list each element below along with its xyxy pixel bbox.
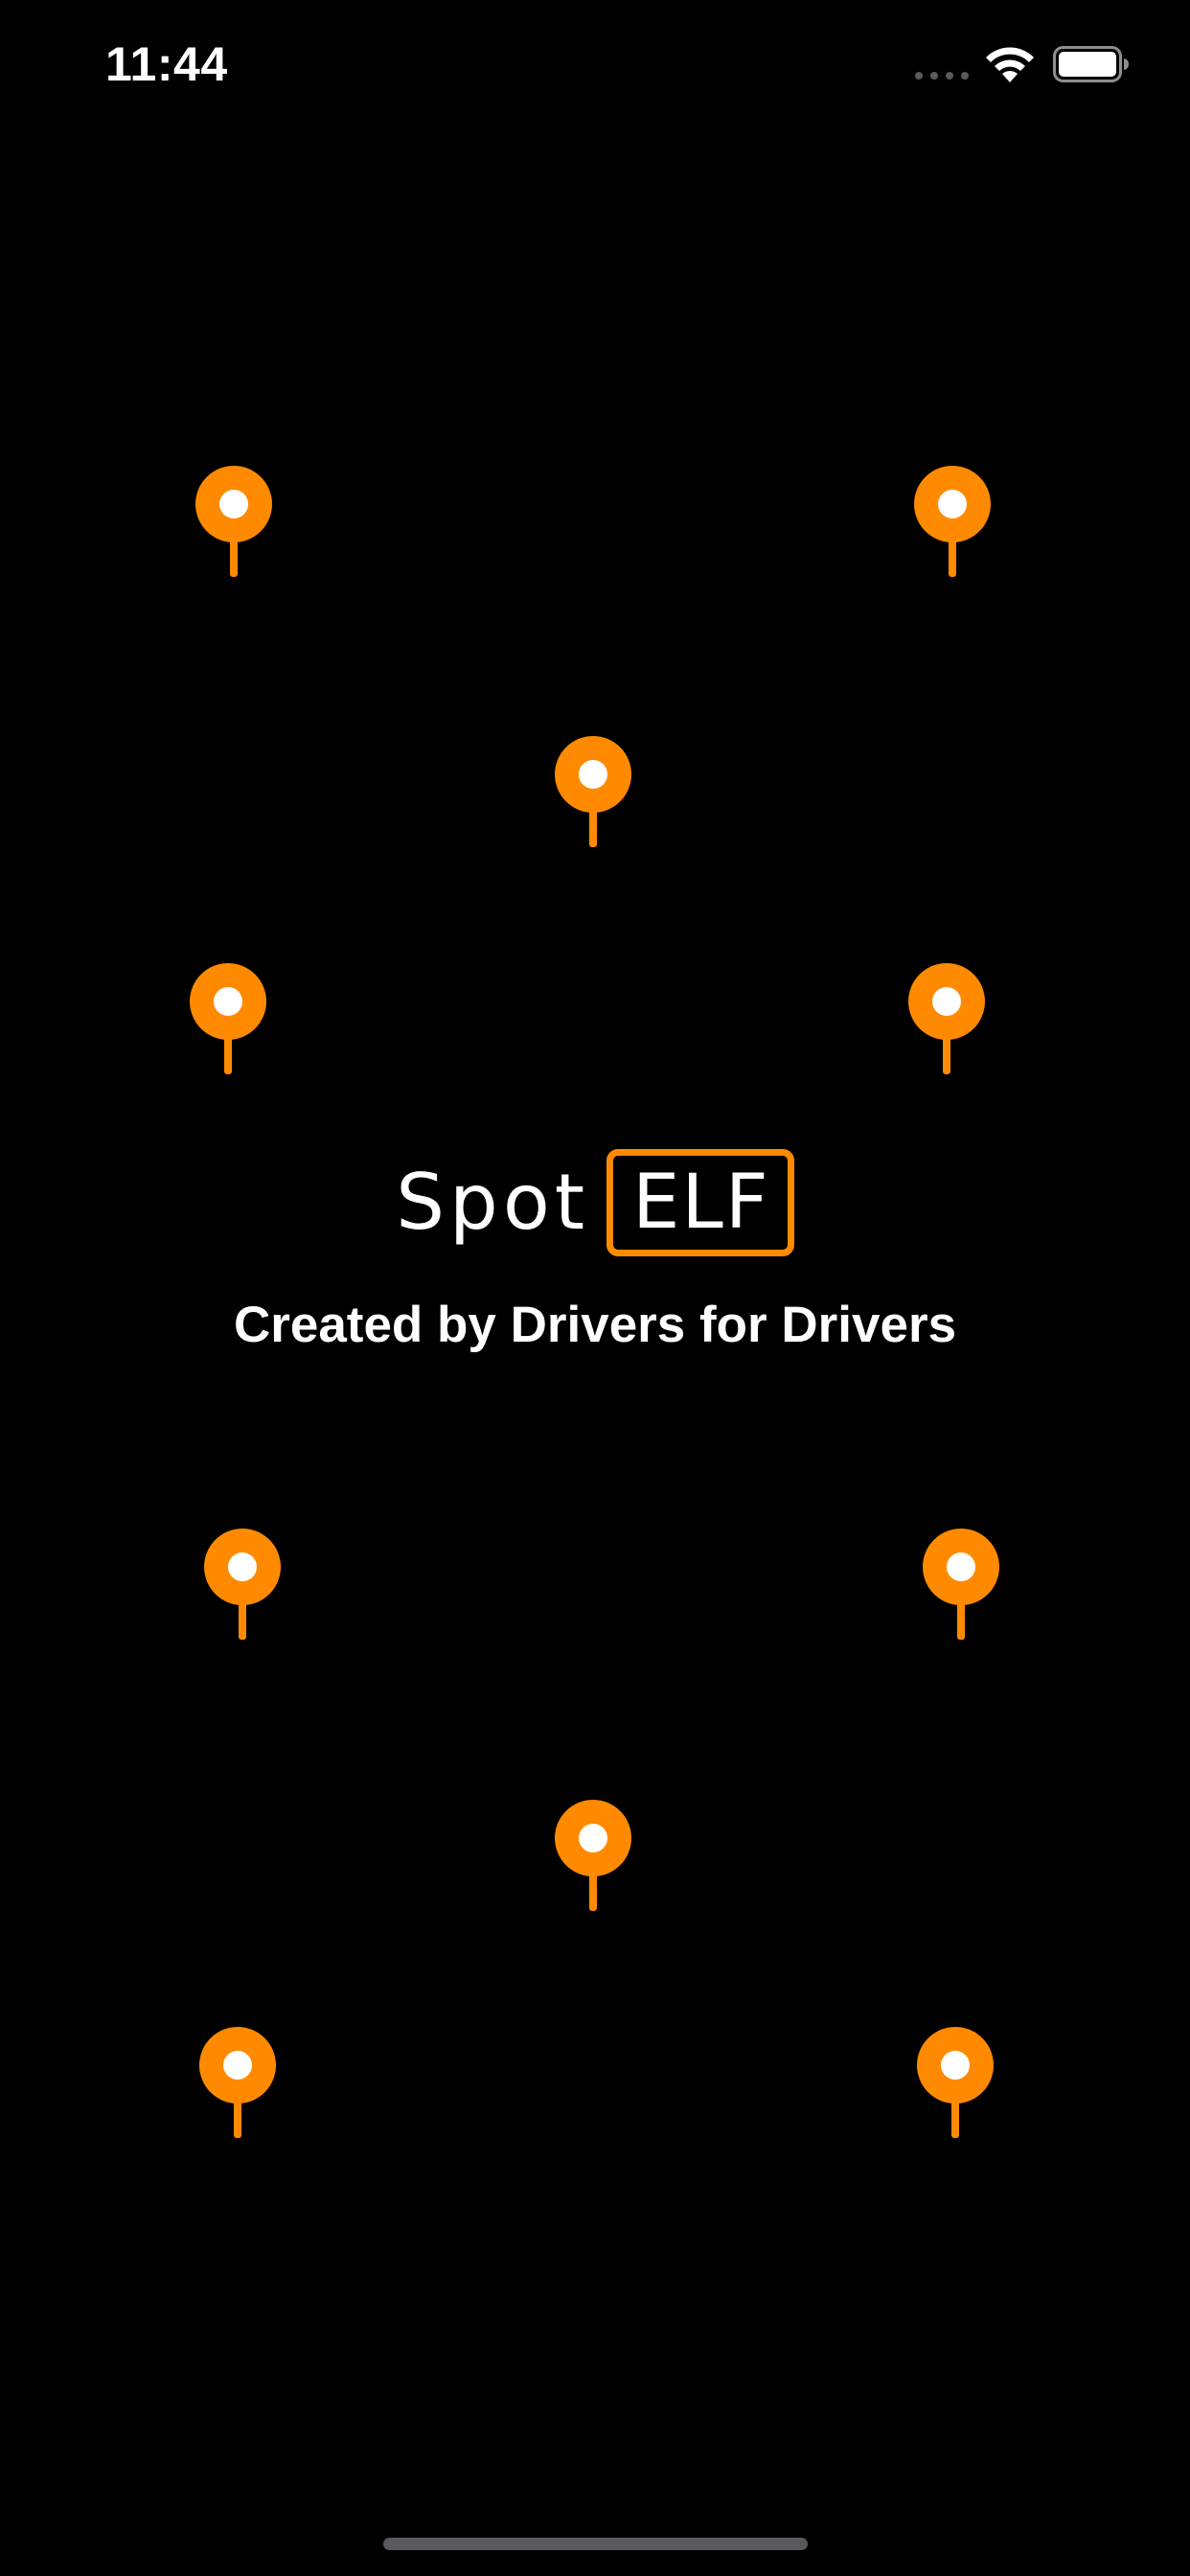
wifi-icon <box>986 47 1034 82</box>
map-pin-icon <box>917 2027 994 2138</box>
cellular-signal-icon <box>915 72 969 80</box>
home-indicator[interactable] <box>383 2538 808 2550</box>
tagline: Created by Drivers for Drivers <box>233 1297 957 1353</box>
battery-icon <box>1053 46 1129 82</box>
map-pin-icon <box>555 1800 631 1911</box>
logo-word-spot: Spot <box>396 1158 590 1247</box>
map-pin-icon <box>204 1529 281 1640</box>
map-pin-icon <box>195 466 272 577</box>
map-pin-icon <box>199 2027 276 2138</box>
logo-elf-box: ELF <box>606 1149 794 1256</box>
map-pin-icon <box>914 466 991 577</box>
map-pin-icon <box>190 963 266 1074</box>
map-pin-icon <box>923 1529 999 1640</box>
app-logo: Spot ELF <box>0 1145 1190 1260</box>
status-time: 11:44 <box>105 37 228 91</box>
status-bar: 11:44 <box>0 0 1190 134</box>
map-pin-icon <box>555 736 631 847</box>
map-pin-icon <box>908 963 985 1074</box>
logo-word-elf: ELF <box>632 1160 770 1246</box>
